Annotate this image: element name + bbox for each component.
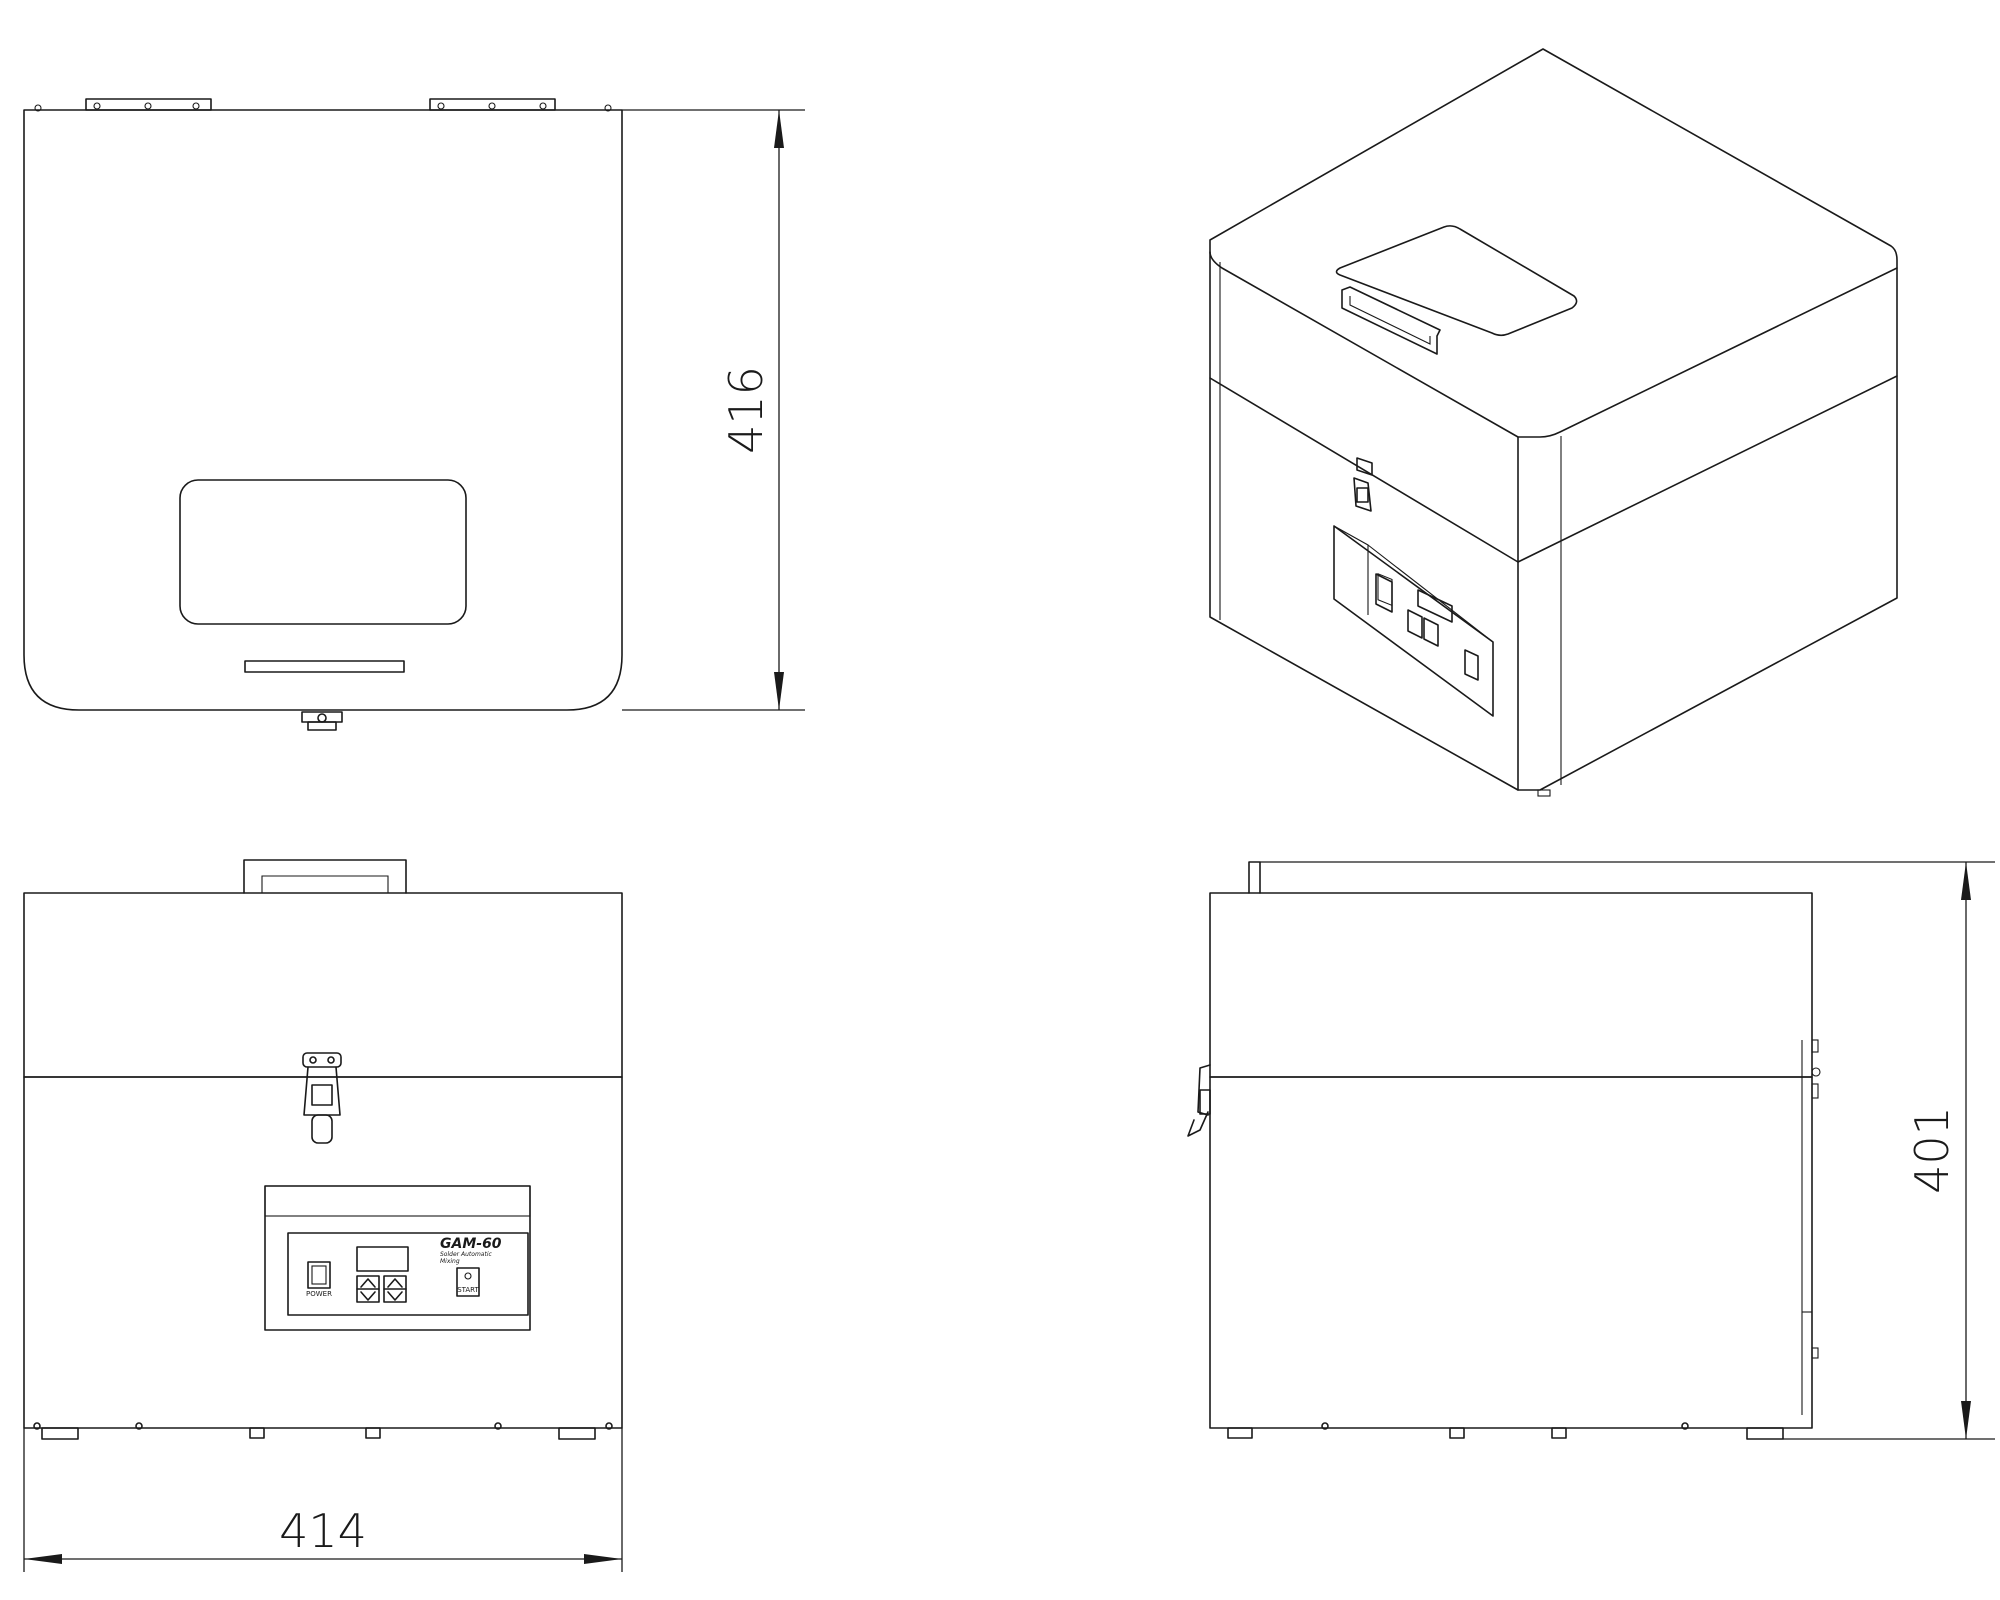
side-view-feet (1227, 1422, 1784, 1440)
top-view-window (179, 479, 467, 625)
front-view-lid (23, 892, 623, 1078)
display-window (356, 1246, 409, 1272)
top-hinge-right (429, 98, 556, 111)
top-view-latch (301, 711, 343, 731)
front-panel-frame (264, 1185, 531, 1331)
power-switch[interactable] (307, 1261, 331, 1289)
front-view-handle (243, 859, 407, 894)
isometric-view (1209, 48, 1898, 797)
side-view-body (1209, 1076, 1813, 1429)
start-button[interactable] (456, 1267, 480, 1297)
iso-top-face (1209, 48, 1898, 438)
dimension-height-416: 416 (719, 366, 773, 454)
brand-line-2: Mixing (440, 1258, 460, 1265)
up-down-buttons[interactable] (356, 1275, 407, 1303)
start-label: START (457, 1286, 479, 1294)
side-view-lid (1209, 892, 1813, 1078)
iso-body (1209, 375, 1898, 791)
iso-window (1335, 225, 1578, 337)
top-hinge-left (85, 98, 212, 111)
top-view: 416 (23, 98, 805, 731)
iso-latch (1353, 457, 1373, 512)
dimension-height-401: 401 (1905, 1106, 1959, 1194)
power-label: POWER (306, 1290, 332, 1298)
front-view-body (23, 1076, 623, 1429)
front-view: POWER GAM-60 Solder Automatic Mixing STA… (23, 859, 623, 1572)
side-view: 401 (1187, 861, 1995, 1440)
front-view-feet (33, 1422, 613, 1440)
top-view-outline (23, 109, 623, 711)
iso-handle (1341, 286, 1441, 355)
side-view-latch (1187, 1064, 1211, 1137)
front-view-latch (302, 1052, 342, 1144)
brand-line-1: Solder Automatic (440, 1251, 492, 1258)
control-panel (287, 1232, 529, 1316)
top-view-handle-slot (244, 660, 405, 673)
dimension-width-414: 414 (279, 1504, 367, 1558)
brand-label: GAM-60 (440, 1236, 502, 1252)
iso-panel-frame (1333, 525, 1494, 717)
